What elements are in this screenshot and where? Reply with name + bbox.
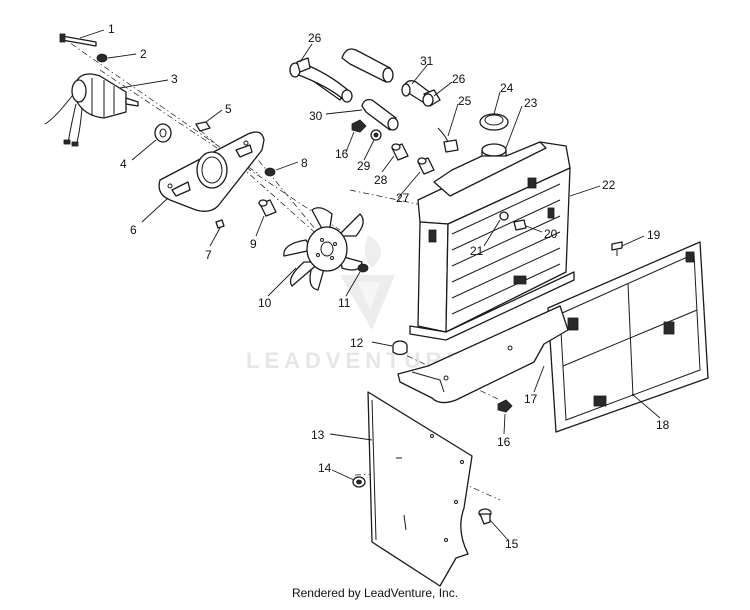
rivet-15-part [478, 508, 492, 525]
callout-16-upper: 16 [335, 147, 349, 161]
fan-motor-part [44, 73, 139, 147]
callout-5: 5 [225, 102, 232, 116]
spacer-9-part [258, 199, 277, 217]
radiator-screen-18-part [547, 241, 709, 433]
spacer-part [154, 123, 172, 143]
callout-9: 9 [250, 237, 257, 251]
callout-30: 30 [309, 109, 323, 123]
callout-labels: 1 2 3 4 5 6 7 8 9 10 11 12 13 14 15 16 1… [108, 22, 670, 551]
radiator-22-part [409, 141, 575, 341]
leader-lines [79, 29, 661, 541]
callout-7: 7 [205, 248, 212, 262]
callout-17: 17 [524, 392, 538, 406]
side-panel-13-part [367, 391, 473, 587]
washer-21-part [499, 211, 509, 221]
callout-3: 3 [171, 72, 178, 86]
grommet-14-part [352, 476, 366, 488]
nut-16-upper-part [351, 119, 367, 133]
tube-30-part [361, 98, 399, 131]
hose-26-upper-part [289, 57, 353, 103]
spacer-27-part [417, 157, 435, 175]
callout-21: 21 [470, 244, 484, 258]
callout-18: 18 [656, 418, 670, 432]
callout-27: 27 [396, 191, 410, 205]
callout-25: 25 [458, 94, 472, 108]
callout-12: 12 [350, 336, 364, 350]
fitting-25-part [437, 127, 459, 153]
callout-20: 20 [544, 227, 558, 241]
callout-26-right: 26 [452, 72, 466, 86]
callout-22: 22 [602, 178, 616, 192]
nut-11-part [357, 263, 369, 273]
nut-16-lower-part [497, 399, 513, 413]
callout-10: 10 [258, 296, 272, 310]
screw-7-part [215, 219, 225, 229]
callout-23: 23 [524, 96, 538, 110]
mount-12-part [392, 340, 408, 356]
bolt-20-part [513, 219, 527, 231]
callout-6: 6 [130, 223, 137, 237]
callout-14: 14 [318, 461, 332, 475]
callout-11: 11 [338, 296, 351, 310]
callout-16-lower: 16 [497, 435, 511, 449]
fan-blade-part [283, 207, 364, 291]
callout-4: 4 [120, 157, 127, 171]
washer-29-part [370, 129, 382, 141]
radiator-cap-24-part [479, 113, 509, 131]
bolt-part [59, 33, 97, 47]
nut-8-part [264, 167, 276, 177]
callout-31: 31 [420, 54, 434, 68]
bracket-17-part [397, 305, 569, 404]
spacer-28-part [391, 143, 409, 161]
callout-19: 19 [647, 228, 661, 242]
screw-19-part [611, 241, 623, 256]
bushing-part [195, 121, 211, 132]
callout-24: 24 [500, 81, 514, 95]
callout-28: 28 [374, 173, 388, 187]
mounting-bracket-part [158, 131, 265, 212]
callout-13: 13 [311, 428, 325, 442]
callout-2: 2 [140, 47, 147, 61]
callout-1: 1 [108, 22, 115, 36]
callout-8: 8 [301, 156, 308, 170]
callout-29: 29 [357, 159, 371, 173]
callout-26-left: 26 [308, 31, 322, 45]
upper-hose-part [341, 48, 394, 83]
callout-15: 15 [505, 537, 519, 551]
footer-credit: Rendered by LeadVenture, Inc. [291, 586, 459, 600]
nut-part [96, 53, 108, 63]
